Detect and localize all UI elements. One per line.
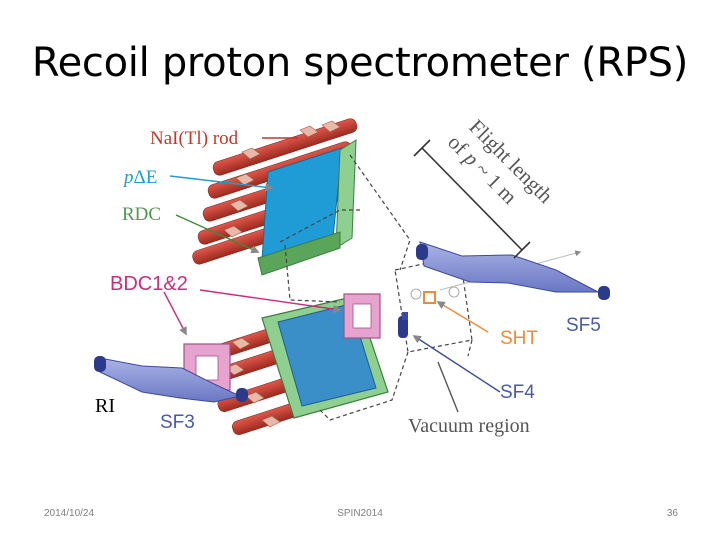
sf3-counter: [94, 356, 248, 403]
footer-date: 2014/10/24: [44, 508, 95, 519]
upper-rdc-frame: [257, 139, 357, 276]
label-bdc: BDC1&2: [110, 273, 188, 295]
flight-length-dimension: [413, 139, 531, 259]
sht-target: [410, 286, 460, 304]
label-ri: RI: [95, 395, 115, 417]
label-flight-length: Flight length of p ~ 1 m: [443, 115, 558, 209]
label-pde-de: ΔE: [134, 167, 158, 188]
label-sht: SHT: [500, 328, 538, 349]
pointer-rdc: [175, 214, 260, 254]
pointer-sht: [436, 301, 489, 333]
label-nai-rod: NaI(Tl) rod: [150, 128, 239, 149]
label-sf5: SF5: [566, 315, 601, 336]
pointer-bdc-upper: [199, 289, 342, 314]
label-sf3: SF3: [160, 412, 195, 433]
pointer-sf4: [412, 335, 501, 393]
slide-title: Recoil proton spectrometer (RPS): [31, 40, 689, 86]
bdc-upper-frame: [343, 293, 381, 339]
sf5-counter: [416, 241, 610, 300]
footer-page-number: 36: [666, 508, 678, 519]
footer-conference: SPIN2014: [337, 508, 383, 519]
sf4-counter: [398, 312, 408, 338]
pointer-bdc-lower: [163, 291, 187, 336]
pointer-vacuum: [437, 361, 459, 413]
label-vacuum-region: Vacuum region: [408, 415, 530, 437]
label-pde-p: p: [122, 167, 134, 188]
pointer-pde: [169, 175, 274, 192]
label-rdc: RDC: [122, 204, 161, 225]
label-sf4: SF4: [500, 382, 535, 403]
label-pde: pΔE: [122, 167, 157, 188]
